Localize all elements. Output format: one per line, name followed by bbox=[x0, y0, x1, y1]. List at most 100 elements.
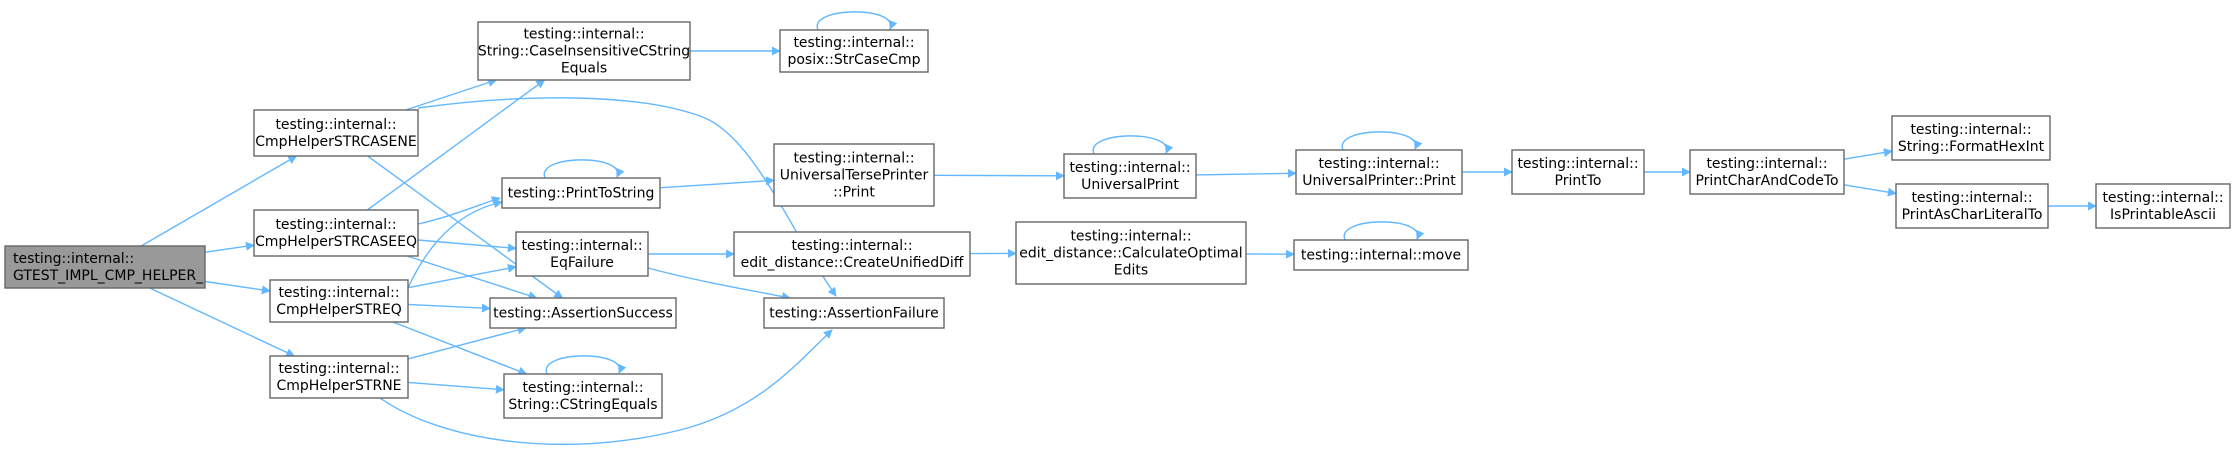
edge-streq-to-eqfailure bbox=[407, 263, 517, 289]
node-label-line: PrintAsCharLiteralTo bbox=[1902, 207, 2043, 223]
node-isprint[interactable]: testing::internal::IsPrintableAscii bbox=[2095, 183, 2231, 229]
node-box bbox=[489, 297, 677, 329]
node-label-line: testing::internal:: bbox=[2102, 190, 2223, 206]
node-label-line: String::CStringEquals bbox=[508, 397, 657, 413]
edge-move-to-move bbox=[1343, 221, 1425, 241]
edges-layer bbox=[140, 11, 2097, 446]
edge-strcaseeq-to-printtostr bbox=[417, 196, 501, 225]
node-caseins[interactable]: testing::internal::String::CaseInsensiti… bbox=[477, 21, 691, 81]
node-label-line: testing::internal::move bbox=[1301, 248, 1461, 264]
node-label-line: UniversalTersePrinter bbox=[780, 168, 929, 184]
node-label-line: testing::internal:: bbox=[1910, 122, 2031, 138]
node-label-line: testing::internal:: bbox=[275, 117, 396, 133]
node-box bbox=[1895, 183, 2049, 229]
node-strcasene[interactable]: testing::internal::CmpHelperSTRCASENE bbox=[253, 109, 419, 157]
edge-strcaseeq-to-eqfailure bbox=[417, 239, 517, 253]
node-strcaseeq[interactable]: testing::internal::CmpHelperSTRCASEEQ bbox=[253, 209, 419, 257]
node-label-line: String::FormatHexInt bbox=[1898, 139, 2045, 155]
node-label-line: CmpHelperSTREQ bbox=[276, 302, 402, 318]
node-label-line: ::Print bbox=[833, 185, 875, 201]
node-box bbox=[4, 245, 206, 289]
node-uprinterp[interactable]: testing::internal::UniversalPrinter::Pri… bbox=[1295, 149, 1463, 195]
edge-root-to-strcaseeq bbox=[204, 241, 255, 253]
edge-line bbox=[1343, 221, 1425, 241]
node-streq[interactable]: testing::internal::CmpHelperSTREQ bbox=[269, 279, 409, 323]
edge-strcasene-to-caseins bbox=[405, 78, 498, 111]
node-label-line: testing::internal:: bbox=[1069, 160, 1190, 176]
edge-strcaseeq-to-asuccess bbox=[406, 255, 538, 300]
node-label-line: UniversalPrint bbox=[1081, 177, 1179, 193]
edge-pcharcode-to-fmthex bbox=[1843, 148, 1893, 160]
edge-pcharcode-to-pcharlit bbox=[1843, 184, 1897, 197]
node-strcasecmp[interactable]: testing::internal::posix::StrCaseCmp bbox=[779, 29, 929, 73]
node-box bbox=[477, 21, 691, 81]
edge-line bbox=[1195, 168, 1297, 178]
edge-line bbox=[407, 199, 503, 289]
node-label-line: testing::AssertionFailure bbox=[769, 306, 938, 322]
node-box bbox=[1511, 149, 1645, 195]
node-label-line: testing::internal:: bbox=[13, 251, 134, 267]
node-box bbox=[1689, 149, 1845, 195]
edge-streq-to-printtostr bbox=[407, 199, 503, 289]
node-label-line: Equals bbox=[561, 61, 607, 77]
node-uprint[interactable]: testing::internal::UniversalPrint bbox=[1063, 153, 1197, 199]
edge-root-to-strne bbox=[149, 287, 296, 357]
node-eqfailure[interactable]: testing::internal::EqFailure bbox=[515, 231, 649, 277]
node-pcharcode[interactable]: testing::internal::PrintCharAndCodeTo bbox=[1689, 149, 1845, 195]
node-box bbox=[253, 109, 419, 157]
node-box bbox=[1891, 115, 2051, 161]
edge-strne-to-afailure bbox=[379, 329, 833, 446]
node-label-line: PrintTo bbox=[1555, 173, 1602, 189]
node-printtostr[interactable]: testing::PrintToString bbox=[501, 177, 661, 209]
node-label-line: testing::internal:: bbox=[793, 35, 914, 51]
edge-line bbox=[407, 381, 505, 394]
edge-cstreq-to-cstreq bbox=[545, 355, 627, 375]
edge-line bbox=[543, 159, 625, 179]
node-move[interactable]: testing::internal::move bbox=[1293, 239, 1469, 271]
node-label-line: testing::internal:: bbox=[278, 285, 399, 301]
node-root[interactable]: testing::internal::GTEST_IMPL_CMP_HELPER… bbox=[4, 245, 206, 289]
node-pcharlit[interactable]: testing::internal::PrintAsCharLiteralTo bbox=[1895, 183, 2049, 229]
node-calcedits[interactable]: testing::internal::edit_distance::Calcul… bbox=[1015, 221, 1247, 285]
node-fmthex[interactable]: testing::internal::String::FormatHexInt bbox=[1891, 115, 2051, 161]
node-asuccess[interactable]: testing::AssertionSuccess bbox=[489, 297, 677, 329]
node-label-line: edit_distance::CalculateOptimal bbox=[1019, 246, 1242, 262]
edge-line bbox=[647, 267, 791, 301]
node-label-line: UniversalPrinter::Print bbox=[1302, 173, 1456, 189]
node-box bbox=[1293, 239, 1469, 271]
edge-strne-to-asuccess bbox=[407, 325, 527, 360]
edge-uprint-to-uprint bbox=[1092, 135, 1174, 155]
edge-line bbox=[405, 78, 498, 111]
node-box bbox=[1063, 153, 1197, 199]
edge-line bbox=[407, 303, 491, 313]
node-box bbox=[2095, 183, 2231, 229]
node-box bbox=[773, 143, 935, 207]
node-box bbox=[1295, 149, 1463, 195]
node-label-line: CmpHelperSTRCASENE bbox=[255, 134, 416, 150]
node-box bbox=[503, 373, 663, 419]
node-unidiff[interactable]: testing::internal::edit_distance::Create… bbox=[733, 231, 971, 277]
node-label-line: testing::internal:: bbox=[522, 380, 643, 396]
node-label-line: EqFailure bbox=[550, 255, 614, 271]
edge-strcaseeq-to-caseins bbox=[366, 79, 546, 211]
node-printto[interactable]: testing::internal::PrintTo bbox=[1511, 149, 1645, 195]
node-box bbox=[253, 209, 419, 257]
node-cstreq[interactable]: testing::internal::String::CStringEquals bbox=[503, 373, 663, 419]
node-strne[interactable]: testing::internal::CmpHelperSTRNE bbox=[269, 355, 409, 399]
edge-line bbox=[1341, 131, 1423, 151]
edge-line bbox=[417, 239, 517, 253]
edge-line bbox=[392, 321, 528, 376]
edge-line bbox=[1843, 148, 1893, 160]
edge-line bbox=[407, 325, 527, 360]
node-label-line: edit_distance::CreateUnifiedDiff bbox=[741, 255, 964, 271]
node-box bbox=[269, 279, 409, 323]
edge-line bbox=[407, 263, 517, 289]
node-terse[interactable]: testing::internal::UniversalTersePrinter… bbox=[773, 143, 935, 207]
node-label-line: testing::internal:: bbox=[1706, 156, 1827, 172]
edge-line bbox=[417, 97, 837, 297]
node-afailure[interactable]: testing::AssertionFailure bbox=[763, 297, 945, 329]
node-label-line: testing::internal:: bbox=[793, 151, 914, 167]
node-label-line: testing::internal:: bbox=[1070, 229, 1191, 245]
node-box bbox=[1015, 221, 1247, 285]
